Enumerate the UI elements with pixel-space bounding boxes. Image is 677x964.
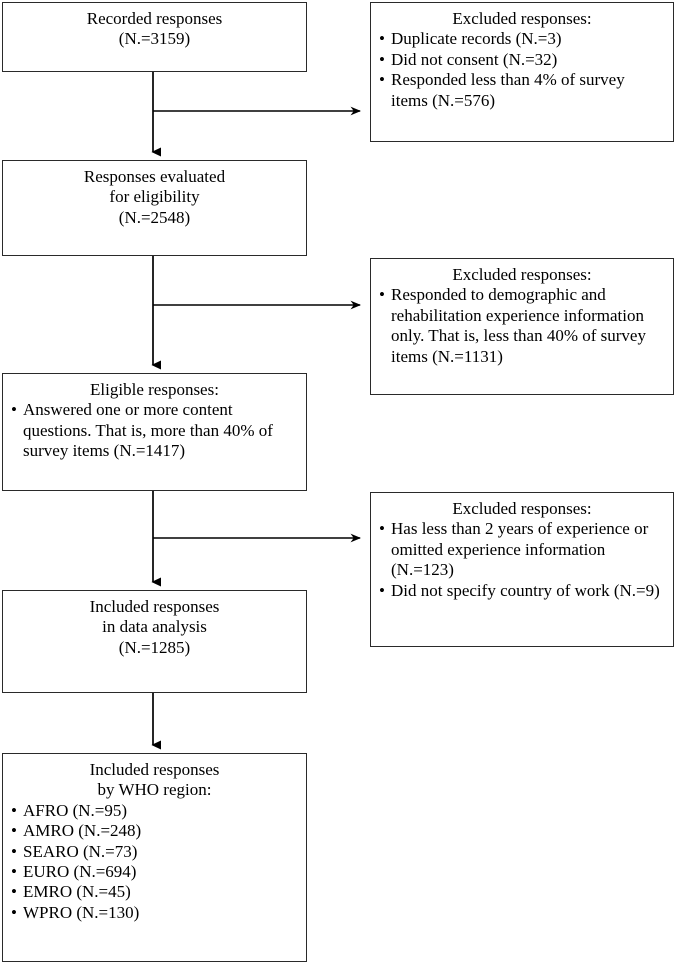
list-item-text: Responded to demographic and rehabilitat… <box>391 285 646 366</box>
list-item-text: Duplicate records (N.=3) <box>391 29 562 49</box>
list-item: • SEARO (N.=73) <box>11 842 298 862</box>
node-excluded-2-heading: Excluded responses: <box>452 265 592 284</box>
bullet-icon: • <box>379 580 385 600</box>
node-excluded-1-heading: Excluded responses: <box>452 9 592 28</box>
bullet-icon: • <box>379 29 385 49</box>
list-item: • Responded less than 4% of survey items … <box>379 70 665 111</box>
list-item-text: Has less than 2 years of experience or o… <box>391 519 649 580</box>
node-who-line1: Included responses <box>89 760 220 779</box>
node-excluded-responses-1: Excluded responses: • Duplicate records (… <box>370 2 674 142</box>
node-included-line2: in data analysis <box>102 617 207 637</box>
node-included-by-who-region: Included responses by WHO region: • AFRO … <box>2 753 307 962</box>
list-item-text: Answered one or more content questions. … <box>23 400 273 461</box>
node-who-list: • AFRO (N.=95) • AMRO (N.=248) • SEARO (N.=… <box>11 801 298 923</box>
list-item: • EMRO (N.=45) <box>11 882 298 902</box>
list-item: • EURO (N.=694) <box>11 862 298 882</box>
node-excluded-responses-3: Excluded responses: • Has less than 2 yea… <box>370 492 674 647</box>
list-item: • Responded to demographic and rehabilita… <box>379 285 665 367</box>
node-who-line2: by WHO region: <box>97 780 212 800</box>
node-excluded-2-list: • Responded to demographic and rehabilita… <box>379 285 665 367</box>
list-item: • Did not consent (N.=32) <box>379 50 665 70</box>
list-item: • AMRO (N.=248) <box>11 821 298 841</box>
node-eligible-responses: Eligible responses: • Answered one or mor… <box>2 373 307 491</box>
list-item-text: EURO (N.=694) <box>23 862 137 882</box>
bullet-icon: • <box>379 70 385 90</box>
node-included-line1: Included responses <box>89 597 220 616</box>
node-evaluated-line3: (N.=2548) <box>118 207 191 227</box>
list-item-text: Did not specify country of work (N.=9) <box>391 580 660 600</box>
bullet-icon: • <box>11 821 17 841</box>
node-included-responses: Included responses in data analysis (N.=… <box>2 590 307 693</box>
list-item: • Has less than 2 years of experience or … <box>379 519 665 580</box>
node-included-line3: (N.=1285) <box>118 637 191 657</box>
node-excluded-3-list: • Has less than 2 years of experience or … <box>379 519 665 601</box>
node-eligible-heading: Eligible responses: <box>90 380 219 399</box>
list-item: • AFRO (N.=95) <box>11 801 298 821</box>
bullet-icon: • <box>11 800 17 820</box>
node-evaluated-line2: for eligibility <box>109 187 200 207</box>
bullet-icon: • <box>11 902 17 922</box>
node-evaluated-line1: Responses evaluated <box>83 167 226 186</box>
bullet-icon: • <box>11 841 17 861</box>
node-recorded-line2: (N.=3159) <box>118 29 191 49</box>
node-eligible-list: • Answered one or more content questions.… <box>11 400 298 461</box>
node-excluded-responses-2: Excluded responses: • Responded to demogr… <box>370 258 674 395</box>
bullet-icon: • <box>11 862 17 882</box>
bullet-icon: • <box>11 882 17 902</box>
list-item: • Answered one or more content questions.… <box>11 400 298 461</box>
bullet-icon: • <box>379 49 385 69</box>
list-item-text: Did not consent (N.=32) <box>391 49 558 69</box>
list-item: • WPRO (N.=130) <box>11 903 298 923</box>
node-excluded-1-list: • Duplicate records (N.=3) • Did not conse… <box>379 29 665 111</box>
list-item-text: AMRO (N.=248) <box>23 821 142 841</box>
node-excluded-3-heading: Excluded responses: <box>452 499 592 518</box>
list-item-text: SEARO (N.=73) <box>23 841 138 861</box>
node-recorded-line1: Recorded responses <box>86 9 223 28</box>
bullet-icon: • <box>379 285 385 305</box>
list-item-text: Responded less than 4% of survey items (… <box>391 70 625 110</box>
list-item-text: EMRO (N.=45) <box>23 882 131 902</box>
list-item: • Did not specify country of work (N.=9) <box>379 581 665 601</box>
node-responses-evaluated: Responses evaluated for eligibility (N.=… <box>2 160 307 256</box>
list-item: • Duplicate records (N.=3) <box>379 29 665 49</box>
node-recorded-responses: Recorded responses (N.=3159) <box>2 2 307 72</box>
bullet-icon: • <box>11 400 17 420</box>
list-item-text: AFRO (N.=95) <box>23 800 128 820</box>
bullet-icon: • <box>379 519 385 539</box>
list-item-text: WPRO (N.=130) <box>23 902 140 922</box>
